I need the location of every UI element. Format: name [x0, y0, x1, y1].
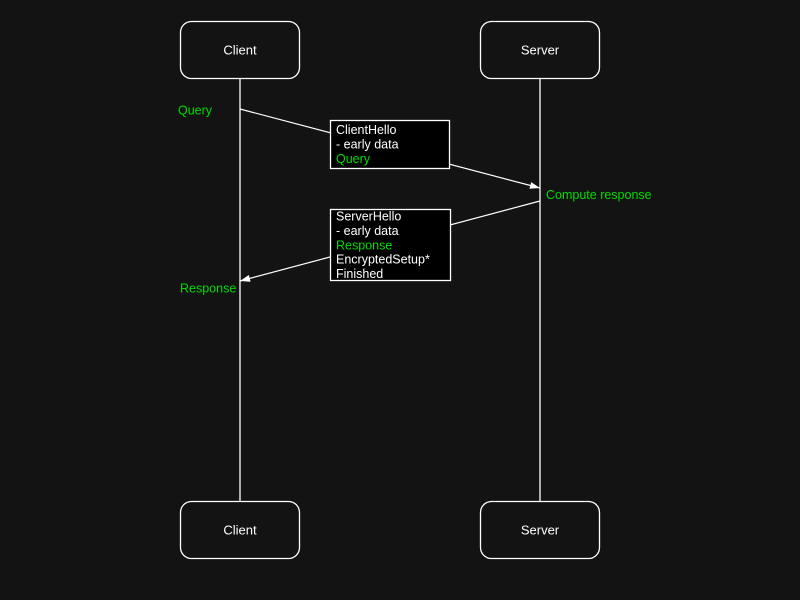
response-label: Response — [180, 282, 236, 296]
actor-server-top-label: Server — [521, 43, 560, 58]
actor-server-bottom: Server — [479, 500, 601, 560]
client-hello-line: Query — [336, 152, 371, 166]
server-hello-message-box: ServerHello - early data Response Encryp… — [329, 208, 452, 282]
server-hello-line: EncryptedSetup* — [336, 253, 430, 267]
actor-client-bottom-box — [179, 500, 301, 560]
request-arrowhead-icon — [529, 182, 540, 189]
actor-client-top-label: Client — [223, 43, 257, 58]
compute-response-label: Compute response — [546, 188, 652, 202]
client-hello-message-box: ClientHello - early data Query — [329, 119, 451, 170]
server-hello-box-frame — [329, 208, 452, 282]
server-hello-line: Finished — [336, 267, 383, 281]
server-hello-line: Response — [336, 238, 392, 252]
actor-server-bottom-label: Server — [521, 523, 560, 538]
server-hello-line: - early data — [336, 224, 399, 238]
client-hello-box-frame — [329, 119, 451, 170]
actor-client-bottom: Client — [179, 500, 301, 560]
actor-client-top: Client — [179, 20, 301, 80]
actor-server-top: Server — [479, 20, 601, 80]
client-hello-line: ClientHello — [336, 123, 396, 137]
actor-client-top-box — [179, 20, 301, 80]
server-hello-line: ServerHello — [336, 210, 401, 224]
actor-server-top-box — [479, 20, 601, 80]
query-label: Query — [178, 104, 213, 118]
actor-server-bottom-box — [479, 500, 601, 560]
client-hello-line: - early data — [336, 138, 399, 152]
response-arrowhead-icon — [240, 275, 251, 282]
actor-client-bottom-label: Client — [223, 523, 257, 538]
